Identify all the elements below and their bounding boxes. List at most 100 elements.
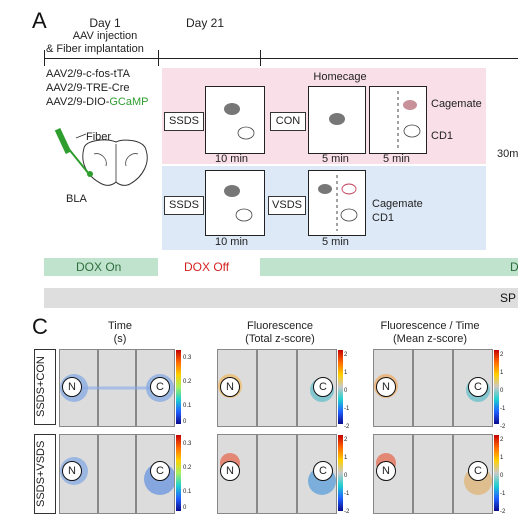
dox-off-segment	[158, 258, 260, 276]
col1-sub: (s)	[113, 333, 127, 345]
c-marker: C	[468, 377, 488, 397]
tick: 2	[500, 352, 504, 358]
cagemate-label-1: Cagemate	[431, 98, 482, 110]
row1-label: SSDS+CON	[34, 349, 56, 425]
virus-3: AAV2/9-DIO-GCaMP	[46, 96, 149, 108]
ssds-label-2: SSDS	[164, 196, 204, 215]
tick: 1	[344, 370, 348, 376]
tick: 0	[344, 388, 348, 394]
tick: -2	[500, 424, 506, 430]
tick: 0.2	[183, 379, 192, 385]
z-ticks-row2: 2 1 0 -1 -2	[344, 431, 349, 521]
tick: 0.3	[183, 355, 192, 361]
time-ticks-row2: 0.3 0.2 0.1	[183, 432, 191, 504]
c-marker: C	[313, 461, 333, 481]
tick: -1	[500, 491, 506, 497]
n-marker: N	[220, 377, 240, 397]
time-right: 30m	[497, 148, 518, 160]
brain-fiber-schematic	[54, 127, 148, 186]
cage-cagemate-cd1	[369, 86, 427, 154]
time-ticks-row1: 0.3 0.2 0.1	[183, 346, 191, 426]
colorbar-mean-row2	[494, 435, 499, 511]
homecage-label: Homecage	[313, 71, 367, 83]
fiber-label: Fiber	[86, 131, 112, 143]
con-label: CON	[270, 112, 306, 131]
colorbar-mean-row1	[494, 350, 499, 424]
cd1-label-2: CD1	[372, 212, 395, 224]
tick: 0	[500, 388, 504, 394]
time-cage2: 5 min	[383, 153, 410, 165]
n-marker: N	[62, 461, 82, 481]
mouse-pair-icon	[224, 103, 255, 140]
tick: 0.1	[183, 489, 192, 495]
tick: -2	[500, 509, 506, 515]
cage-ssds-1	[205, 86, 265, 154]
cagemate-label-2: Cagemate	[372, 198, 423, 210]
c-marker: C	[313, 377, 333, 397]
mouse-pair-icon-2	[224, 185, 253, 222]
z-ticks-row1b: 2 1 0 -1 -2	[500, 346, 505, 436]
timeline-tick-day1	[44, 50, 45, 66]
tick: -1	[344, 491, 350, 497]
col3-sub: (Mean z-score)	[393, 333, 467, 345]
dox-right-label: D	[510, 260, 518, 274]
n-marker: N	[220, 461, 240, 481]
dox-on-label: DOX On	[76, 260, 122, 274]
col3-title: Fluorescence / Time	[380, 320, 480, 332]
colorbar-time-row2	[176, 435, 181, 511]
c-marker: C	[150, 377, 170, 397]
c-marker: C	[150, 461, 170, 481]
day21-label: Day 21	[186, 16, 225, 30]
c-marker: C	[468, 461, 488, 481]
tick: 0.1	[183, 403, 192, 409]
panel-a-letter: A	[32, 8, 47, 33]
sp-label: SP	[500, 291, 517, 305]
vsds-label: VSDS	[268, 196, 306, 215]
ssds-label-1: SSDS	[164, 112, 204, 131]
tick: -2	[344, 424, 350, 430]
col1-title: Time	[107, 320, 133, 332]
colorbar-fluor-row1	[338, 350, 343, 424]
dox-off-label: DOX Off	[184, 260, 230, 274]
mouse-icon	[329, 113, 345, 125]
tick: 1	[500, 370, 504, 376]
time-con: 5 min	[322, 153, 349, 165]
tick: 0	[500, 473, 504, 479]
virus-3-highlight: GCaMP	[109, 96, 149, 108]
tick-zero: 0	[183, 505, 187, 511]
time-vsds: 5 min	[322, 236, 349, 248]
col2-sub: (Total z-score)	[245, 333, 315, 345]
tick: 2	[344, 437, 348, 443]
day1-label: Day 1	[89, 16, 121, 30]
day1-sub2: & Fiber implantation	[46, 43, 144, 55]
n-marker: N	[376, 377, 396, 397]
virus-2: AAV2/9-TRE-Cre	[46, 82, 130, 94]
cage-ssds-2	[205, 170, 265, 236]
virus-3-prefix: AAV2/9-DIO-	[46, 96, 110, 108]
tick: -2	[344, 509, 350, 515]
timeline-tick-3	[260, 50, 261, 66]
time-ssds-2: 10 min	[215, 236, 249, 248]
z-ticks-row1: 2 1 0 -1 -2	[344, 346, 349, 436]
timeline-axis	[44, 58, 518, 59]
tick: 0.2	[183, 465, 192, 471]
colorbar-fluor-row2	[338, 435, 343, 511]
tick: -1	[500, 406, 506, 412]
mouse-pair-divided-icon	[397, 91, 421, 149]
n-marker: N	[376, 461, 396, 481]
tick: -1	[344, 406, 350, 412]
tick: 0	[344, 473, 348, 479]
bla-label: BLA	[66, 193, 87, 205]
cage-vsds	[308, 170, 366, 236]
tick: 1	[344, 455, 348, 461]
tick-zero: 0	[183, 419, 187, 425]
tick: 2	[344, 352, 348, 358]
tick: 2	[500, 437, 504, 443]
day1-sub1: AAV injection	[72, 30, 138, 42]
cd1-label-1: CD1	[431, 130, 454, 142]
tick: 0.3	[183, 441, 192, 447]
time-ssds-1: 10 min	[215, 153, 249, 165]
n-marker: N	[62, 377, 82, 397]
cage-con	[308, 86, 366, 154]
virus-1: AAV2/9-c-fos-tTA	[46, 68, 130, 80]
